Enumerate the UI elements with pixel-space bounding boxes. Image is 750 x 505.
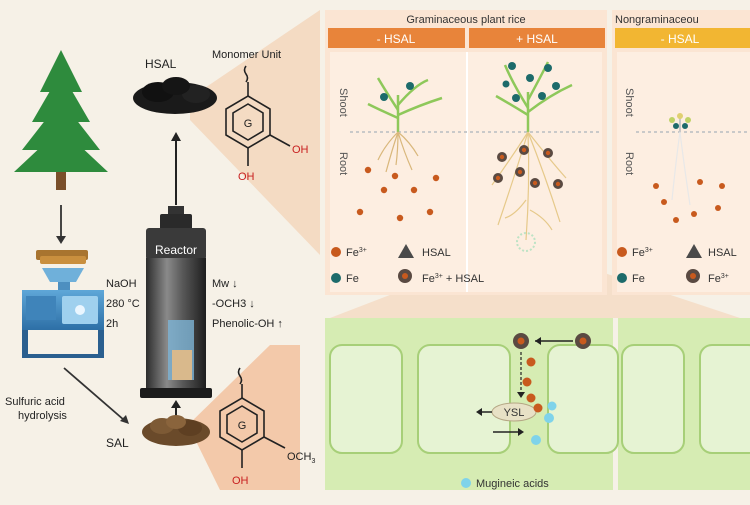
condition-time: 2h — [106, 318, 118, 330]
monomer-structure-top — [225, 65, 291, 166]
fe3-particles-2 — [653, 179, 725, 223]
legend2-fe3-label: Fe — [632, 247, 645, 259]
change-phenolic-oh: Phenolic-OH ↑ — [212, 318, 283, 330]
header-minus-hsal-2 — [615, 28, 750, 48]
rice-plant-plus — [495, 61, 573, 132]
fe3-particles-minus — [356, 166, 440, 222]
oh-bottom-top: OH — [238, 171, 255, 183]
ysl-label: YSL — [504, 407, 525, 419]
header-minus-hsal — [328, 28, 465, 48]
fe3-hsal-complexes-plus — [493, 145, 563, 189]
reactor-icon — [140, 206, 212, 398]
och3-label: OCH — [287, 451, 312, 463]
svg-text:Fe3+: Fe3+ — [346, 247, 367, 259]
sal-projection — [188, 345, 300, 490]
sal-powder-icon — [142, 415, 210, 446]
hsal-powder-icon — [133, 77, 217, 114]
plant-2 — [669, 113, 691, 206]
condition-temperature: 280 °C — [106, 298, 140, 310]
header-plus-hsal-label: + HSAL — [516, 32, 558, 46]
hsal-projection — [190, 10, 320, 255]
header-plus-hsal — [469, 28, 605, 48]
panel-nongraminaceous-title: Nongraminaceou — [615, 14, 699, 26]
reactor-label: Reactor — [155, 243, 197, 257]
legend-hsal-icon — [398, 244, 414, 258]
hydrolysis-label-1: Sulfuric acid — [5, 396, 65, 408]
shoot-label-2: Shoot — [623, 88, 635, 117]
mugineic-label: Mugineic acids — [476, 478, 549, 490]
cell-left — [329, 344, 403, 454]
hydrolysis-label-2: hydrolysis — [18, 410, 67, 422]
legend2-complex-sup: 3+ — [721, 273, 729, 280]
monomer-structure-bottom — [219, 367, 286, 468]
sal-label: SAL — [106, 436, 129, 450]
cell-complex-right — [575, 333, 591, 349]
ring-letter-top: G — [244, 118, 253, 130]
condition-naoh: NaOH — [106, 278, 137, 290]
oh-right-top: OH — [292, 144, 309, 156]
legend-hsal-label: HSAL — [422, 247, 451, 259]
cell-complex-top — [513, 333, 529, 349]
legend-complex-sup: 3+ — [435, 273, 443, 280]
legend2-fe-label: Fe — [632, 273, 645, 285]
change-mw: Mw ↓ — [212, 278, 238, 290]
oh-bottom-lower: OH — [232, 475, 249, 487]
cell-right — [547, 344, 619, 454]
svg-text:OCH3: OCH3 — [287, 451, 315, 465]
legend-fe-label: Fe — [346, 273, 359, 285]
legend2-complex-label: Fe — [708, 273, 721, 285]
svg-text:Fe3+ + HSAL: Fe3+ + HSAL — [422, 273, 484, 285]
svg-text:Fe3+: Fe3+ — [708, 273, 729, 285]
shoot-label: Shoot — [337, 88, 349, 117]
header-minus-hsal-label: - HSAL — [377, 32, 416, 46]
legend-fe3-label: Fe — [346, 247, 359, 259]
legend-complex-icon — [398, 269, 412, 283]
legend-complex-tail: + HSAL — [443, 273, 484, 285]
change-och3: -OCH3 ↓ — [212, 298, 255, 310]
pine-tree-icon — [14, 50, 108, 190]
legend2-hsal-label: HSAL — [708, 247, 737, 259]
zoom-focus-ring — [516, 232, 536, 252]
header-minus-hsal-2-label: - HSAL — [661, 32, 700, 46]
root-label: Root — [337, 152, 349, 175]
och3-sub: 3 — [311, 458, 315, 465]
rice-plant-minus — [367, 77, 443, 132]
hydrolysis-machine-icon — [22, 250, 104, 358]
root-label-2: Root — [623, 152, 635, 175]
monomer-title: Monomer Unit — [212, 49, 281, 61]
ring-letter-bottom: G — [238, 420, 247, 432]
cell-center — [417, 344, 511, 454]
legend-fe3-sup: 3+ — [359, 247, 367, 254]
legend-complex-label: Fe — [422, 273, 435, 285]
legend2-fe3-sup: 3+ — [645, 247, 653, 254]
hsal-label: HSAL — [145, 57, 177, 71]
svg-text:Fe3+: Fe3+ — [632, 247, 653, 259]
fe-particles-plus-shoot — [502, 62, 560, 102]
panel-rice-title: Graminaceous plant rice — [406, 14, 525, 26]
rice-roots-minus — [377, 131, 419, 173]
